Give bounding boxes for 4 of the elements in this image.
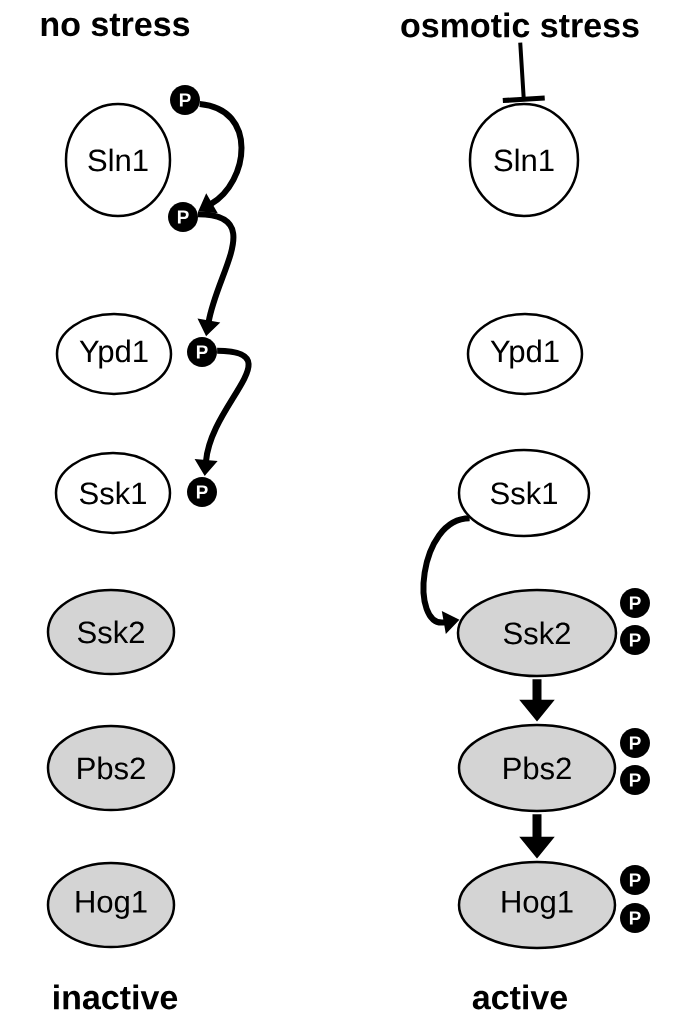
heading: active xyxy=(472,984,568,1010)
stimulus-label: osmotic stress xyxy=(401,12,639,38)
heading: no stress xyxy=(41,13,190,37)
heading: inactive xyxy=(54,984,178,1010)
